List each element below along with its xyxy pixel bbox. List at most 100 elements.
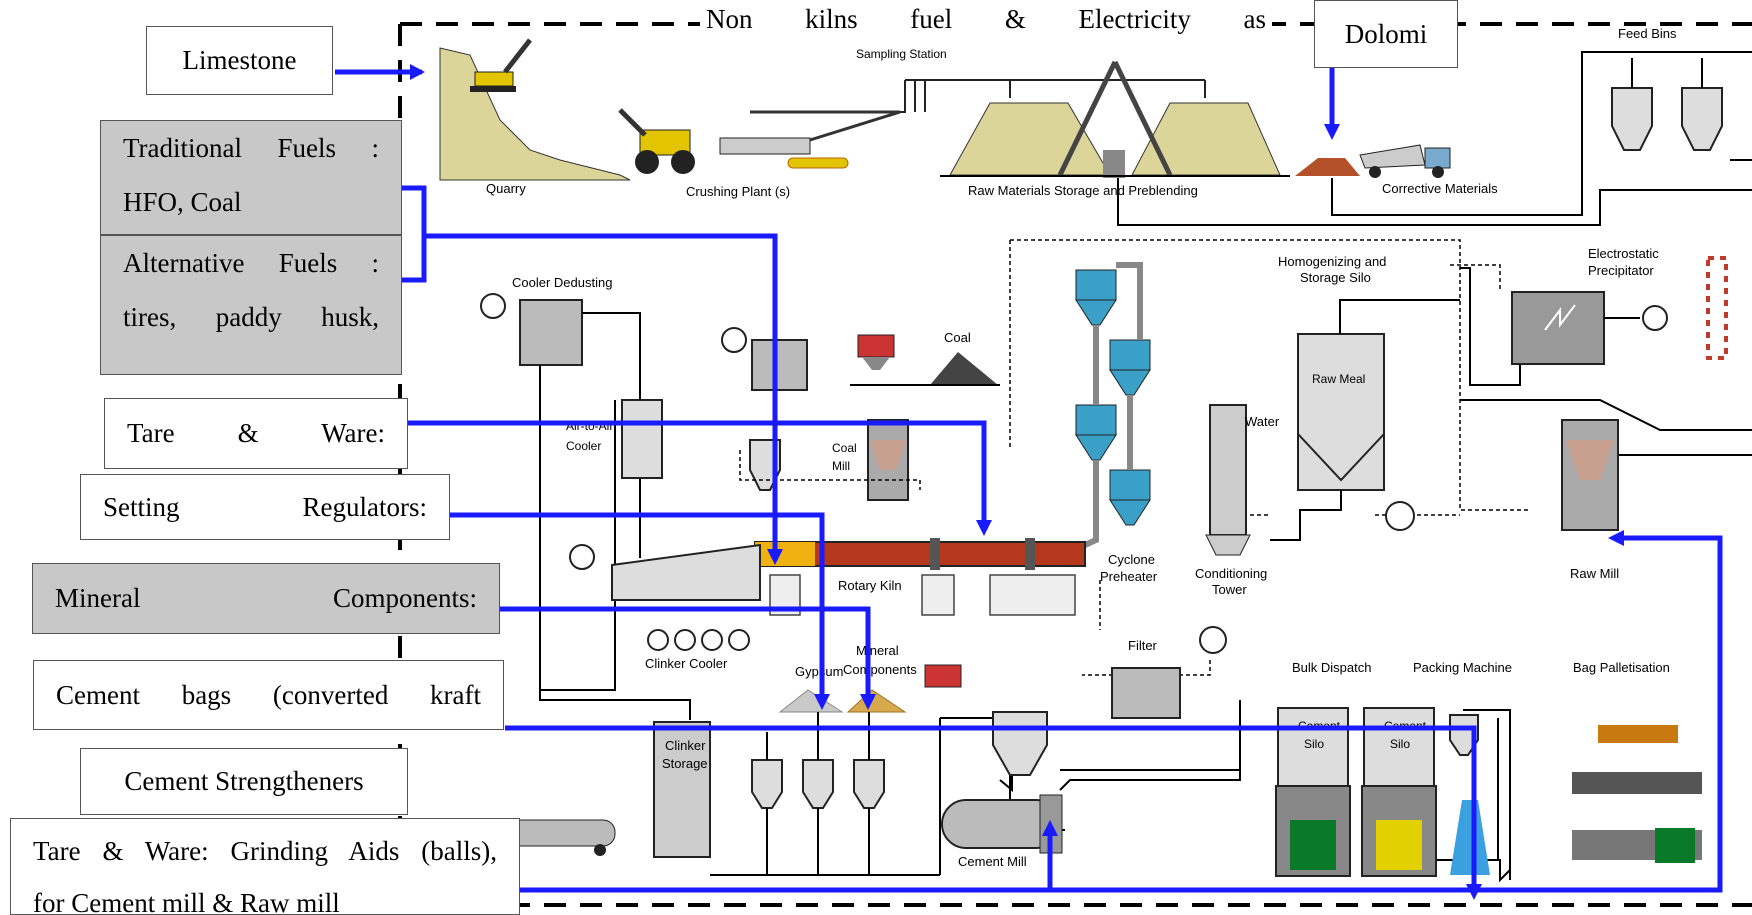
label-water: Water <box>1245 414 1280 429</box>
mineral-wagon-icon <box>925 665 961 687</box>
cement-filter <box>1112 668 1180 718</box>
label-cement-mill: Cement Mill <box>958 854 1027 869</box>
fan-icon <box>481 294 505 318</box>
label-filter: Filter <box>1128 638 1158 653</box>
cement-bags-box: Cement bags (converted kraft <box>33 660 504 730</box>
separator-hopper <box>993 712 1047 775</box>
cement-mill-icon <box>942 795 1062 853</box>
setting-regulators-label: Setting Regulators: <box>81 475 449 539</box>
tare-ware-label: Tare & Ware: <box>105 399 407 467</box>
label-raw-meal: Raw Meal <box>1312 372 1365 386</box>
mineral-components-label: Mineral Components: <box>33 564 499 632</box>
additive-hoppers <box>752 760 884 808</box>
traditional-fuels-line1: Traditional Fuels : <box>101 121 401 175</box>
label-silo-1-line2: Silo <box>1304 737 1324 751</box>
label-raw-storage: Raw Materials Storage and Preblending <box>968 183 1198 198</box>
traditional-fuels-line2: HFO, Coal <box>101 175 401 229</box>
raw-mill-fan-icon <box>1386 502 1414 530</box>
cement-strengtheners-box: Cement Strengtheners <box>80 748 408 815</box>
setting-regulators-box: Setting Regulators: <box>80 474 450 540</box>
label-clinker-storage-2: Storage <box>662 756 708 771</box>
coal-wagon-icon <box>858 335 894 370</box>
grinding-aids-line1: Tare & Ware: Grinding Aids (balls), <box>11 819 519 883</box>
label-mineral-2: Components <box>843 662 917 677</box>
loader-icon <box>620 110 695 174</box>
pallet-icons <box>1572 725 1702 863</box>
label-air-cooler-2: Cooler <box>566 439 601 453</box>
label-cooler-dedusting: Cooler Dedusting <box>512 275 612 290</box>
alternative-fuels-line1: Alternative Fuels : <box>101 236 401 290</box>
cement-silos <box>1276 708 1436 876</box>
coal-pile-icon <box>930 352 998 385</box>
excavator-icon <box>470 40 530 92</box>
cooler-fans <box>648 630 749 650</box>
flow-mineral <box>498 609 868 700</box>
label-raw-mill: Raw Mill <box>1570 566 1619 581</box>
label-rotary-kiln: Rotary Kiln <box>838 578 902 593</box>
cement-strengtheners-label: Cement Strengtheners <box>81 749 407 813</box>
grinding-aids-box: Tare & Ware: Grinding Aids (balls), for … <box>10 818 520 915</box>
tare-ware-box: Tare & Ware: <box>104 398 408 469</box>
traditional-fuels-box: Traditional Fuels : HFO, Coal <box>100 120 402 235</box>
label-coal: Coal <box>944 330 971 345</box>
crusher-icon <box>720 112 900 168</box>
air-to-air-cooler <box>622 400 662 478</box>
label-cyclone-1: Cyclone <box>1108 552 1155 567</box>
dump-truck-icon <box>1360 145 1450 178</box>
label-electrostatic-2: Precipitator <box>1588 263 1654 278</box>
limestone-label: Limestone <box>147 27 332 93</box>
cyclone-preheater-icon <box>1076 265 1150 545</box>
feed-bins-icon <box>1612 88 1722 150</box>
mineral-pile <box>848 690 905 712</box>
top-note-text: Non kilns fuel & Electricity as <box>706 4 1266 35</box>
label-sampling: Sampling Station <box>856 47 947 61</box>
kiln-flame <box>755 542 815 566</box>
electrostatic-precipitator <box>1512 292 1604 364</box>
coal-dedusting-filter <box>752 340 807 390</box>
label-silo-2-line2: Silo <box>1390 737 1410 751</box>
label-homogenizing-1: Homogenizing and <box>1278 254 1386 269</box>
stack-icon <box>1708 258 1726 358</box>
label-homogenizing-2: Storage Silo <box>1300 270 1371 285</box>
clinker-cooler <box>612 545 760 600</box>
label-bulk-dispatch: Bulk Dispatch <box>1292 660 1371 675</box>
dolomite-box: Dolomi <box>1314 0 1458 68</box>
label-mineral-1: Mineral <box>856 643 899 658</box>
label-cyclone-2: Preheater <box>1100 569 1158 584</box>
dolomite-label: Dolomi <box>1315 1 1457 67</box>
limestone-box: Limestone <box>146 26 333 95</box>
label-clinker-cooler: Clinker Cooler <box>645 656 728 671</box>
label-feed-bins: Feed Bins <box>1618 26 1677 41</box>
raw-mill-icon <box>1562 420 1618 530</box>
label-electrostatic-1: Electrostatic <box>1588 246 1659 261</box>
raw-meal-silo <box>1298 334 1384 490</box>
label-coal-mill-2: Mill <box>832 459 850 473</box>
coal-fan-icon <box>722 328 746 352</box>
label-conditioning-1: Conditioning <box>1195 566 1267 581</box>
coal-mill-icon <box>868 420 908 500</box>
label-quarry: Quarry <box>486 181 526 196</box>
corrective-pile-icon <box>1295 158 1360 176</box>
grinding-aids-line2: for Cement mill & Raw mill <box>11 883 519 915</box>
label-crushing: Crushing Plant (s) <box>686 184 790 199</box>
label-corrective: Corrective Materials <box>1382 181 1498 196</box>
label-conditioning-2: Tower <box>1212 582 1247 597</box>
cooler-fan-icon <box>570 545 594 569</box>
conditioning-tower-icon <box>1206 405 1250 555</box>
label-coal-mill-1: Coal <box>832 441 857 455</box>
top-note: Non kilns fuel & Electricity as <box>700 4 1272 35</box>
label-packing: Packing Machine <box>1413 660 1512 675</box>
packing-machine-icon <box>1450 715 1490 875</box>
quarry-hill <box>440 48 630 180</box>
alternative-fuels-line2: tires, paddy husk, <box>101 290 401 344</box>
label-gypsum: Gypsum <box>795 664 843 679</box>
cooler-dedusting-filter <box>520 300 582 365</box>
flow-fuel-bracket <box>400 188 424 280</box>
cement-bags-label: Cement bags (converted kraft <box>34 661 503 729</box>
mineral-components-box: Mineral Components: <box>32 563 500 634</box>
label-clinker-storage-1: Clinker <box>665 738 706 753</box>
label-bag-palletisation: Bag Palletisation <box>1573 660 1670 675</box>
gypsum-pile <box>780 690 842 712</box>
alternative-fuels-box: Alternative Fuels : tires, paddy husk, <box>100 235 402 375</box>
esp-fan-icon <box>1643 306 1667 330</box>
